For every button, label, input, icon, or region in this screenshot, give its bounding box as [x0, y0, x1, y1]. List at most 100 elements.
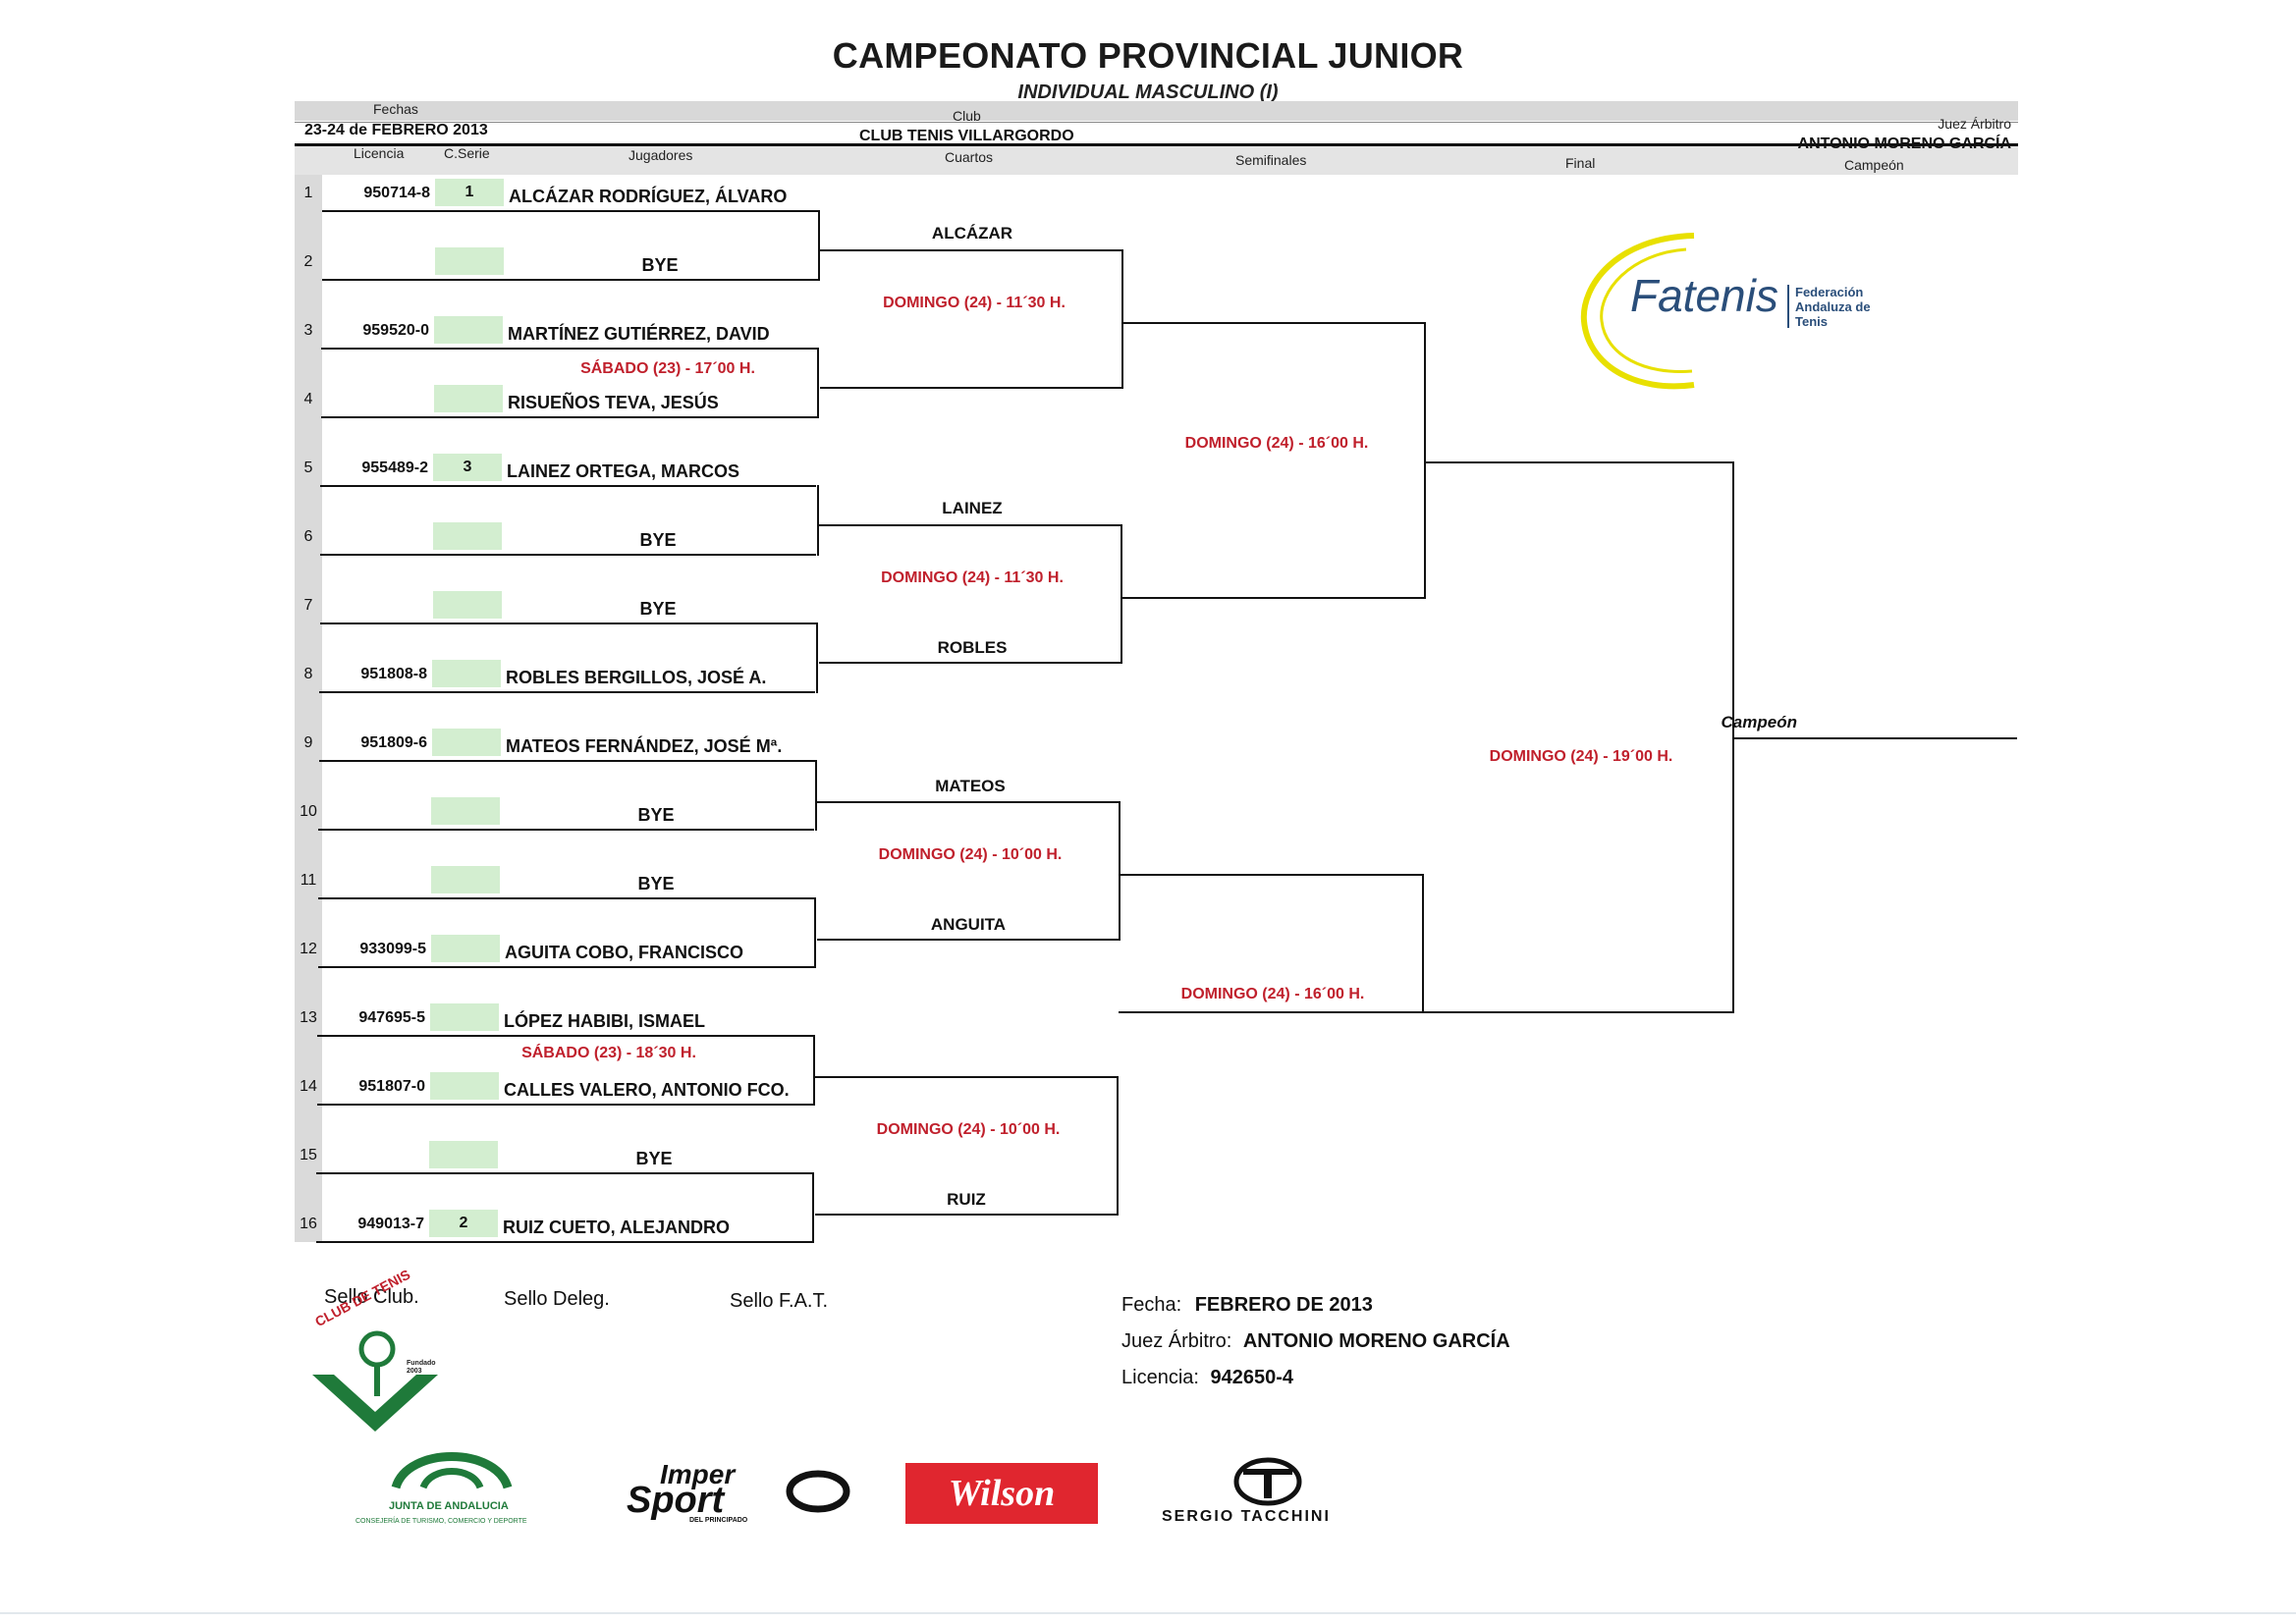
player-seed — [432, 660, 501, 687]
impersport-line1: Imper — [660, 1459, 736, 1489]
qf-schedule-1: DOMINGO (24) - 11´30 H. — [883, 295, 1066, 311]
r1-connector — [815, 760, 817, 831]
player-license: 959520-0 — [362, 322, 429, 339]
footer-fecha-value: FEBRERO DE 2013 — [1194, 1294, 1373, 1316]
sf-schedule-2: DOMINGO (24) - 16´00 H. — [1180, 986, 1365, 1002]
row-number: 4 — [303, 391, 313, 407]
r1-schedule-match2: SÁBADO (23) - 17´00 H. — [580, 360, 755, 377]
r1-schedule-match7: SÁBADO (23) - 18´30 H. — [521, 1045, 696, 1061]
player-name: RUIZ CUETO, ALEJANDRO — [503, 1217, 731, 1237]
player-line — [320, 554, 816, 556]
bye-slot: BYE — [639, 599, 677, 619]
player-seed — [431, 935, 500, 962]
qf-connector — [1121, 249, 1123, 389]
champion-label: Campeón — [1721, 713, 1797, 731]
player-line — [320, 485, 816, 487]
juez-label: Juez Árbitro — [1938, 116, 2011, 132]
player-name: CALLES VALERO, ANTONIO FCO. — [504, 1080, 790, 1100]
sf-connector — [1424, 322, 1426, 599]
qf-line — [815, 1076, 1117, 1078]
r1-connector — [813, 1035, 815, 1106]
fatenis-fed-line3: Tenis — [1795, 314, 1828, 329]
player-license: 950714-8 — [363, 185, 430, 201]
sello-club: Sello Club. — [324, 1286, 419, 1308]
player-line — [317, 1104, 813, 1106]
juez-value: ANTONIO MORENO GARCÍA — [1797, 135, 2011, 152]
fatenis-federation: Federación Andaluza de Tenis — [1795, 285, 1871, 329]
sergio-tacchini-wordmark: SERGIO TACCHINI — [1162, 1508, 1331, 1525]
col-cserie: C.Serie — [444, 145, 490, 161]
bye-slot: BYE — [639, 530, 677, 550]
player-seed: 1 — [435, 179, 504, 206]
club-villargordo-emblem-icon — [312, 1330, 438, 1432]
r1-connector — [818, 210, 820, 281]
qf-connector — [1121, 524, 1122, 664]
sf-line — [1121, 874, 1422, 876]
wilson-logo: Wilson — [905, 1463, 1098, 1524]
row-number-column — [295, 175, 322, 1242]
bye-slot: BYE — [637, 874, 675, 893]
player-line — [318, 829, 814, 831]
row-number: 16 — [300, 1216, 317, 1232]
r1-connector — [817, 485, 819, 556]
qf-line — [815, 1214, 1117, 1216]
row-number: 10 — [300, 803, 317, 820]
player-seed — [435, 247, 504, 275]
fechas-label: Fechas — [373, 101, 418, 117]
header-band-top — [295, 101, 2018, 121]
fatenis-fed-line1: Federación — [1795, 285, 1864, 299]
player-line — [319, 691, 815, 693]
player-seed — [430, 1003, 499, 1031]
player-seed: 2 — [429, 1210, 498, 1237]
footer-licencia-value: 942650-4 — [1210, 1367, 1294, 1388]
r1-connector — [812, 1172, 814, 1243]
col-cuartos: Cuartos — [945, 149, 994, 165]
junta-name: JUNTA DE ANDALUCIA — [389, 1500, 509, 1512]
fatenis-divider — [1787, 285, 1789, 328]
qf-winner-5: ANGUITA — [930, 915, 1007, 934]
row-number: 6 — [303, 528, 313, 545]
r1-connector — [817, 348, 819, 418]
player-seed — [431, 866, 500, 893]
header-rule — [295, 143, 2018, 146]
player-seed — [431, 797, 500, 825]
qf-line — [820, 387, 1121, 389]
qf-winner-1: ALCÁZAR — [931, 224, 1013, 243]
player-license: 949013-7 — [357, 1216, 424, 1232]
player-seed — [429, 1141, 498, 1168]
player-line — [318, 966, 814, 968]
player-seed — [432, 729, 501, 756]
final-line — [1424, 1011, 1732, 1013]
player-name: LÓPEZ HABIBI, ISMAEL — [504, 1011, 706, 1031]
sello-deleg: Sello Deleg. — [504, 1288, 610, 1310]
player-name: ROBLES BERGILLOS, JOSÉ A. — [506, 668, 767, 687]
junta-arch-icon — [391, 1452, 513, 1489]
junta-andalucia-logo — [388, 1436, 516, 1495]
header-band-bottom — [295, 143, 2018, 175]
player-line — [320, 622, 816, 624]
footer-licencia: Licencia: 942650-4 — [1121, 1367, 1293, 1389]
bye-slot: BYE — [635, 1149, 673, 1168]
col-campeon: Campeón — [1844, 157, 1904, 173]
footer-juez-value: ANTONIO MORENO GARCÍA — [1242, 1330, 1510, 1352]
row-number: 1 — [303, 185, 313, 201]
row-number: 9 — [303, 734, 313, 751]
qf-schedule-4: DOMINGO (24) - 10´00 H. — [876, 1121, 1061, 1138]
row-number: 5 — [303, 460, 313, 476]
row-number: 14 — [300, 1078, 317, 1095]
bottom-scan-rule — [0, 1612, 2296, 1614]
club-villargordo-logo — [306, 1316, 444, 1434]
qf-winner-3: ROBLES — [937, 638, 1008, 657]
champion-line — [1734, 737, 2017, 739]
row-number: 3 — [303, 322, 313, 339]
qf-connector — [1117, 1076, 1119, 1216]
qf-schedule-2: DOMINGO (24) - 11´30 H. — [881, 569, 1064, 586]
sello-fat: Sello F.A.T. — [730, 1290, 829, 1312]
col-licencia: Licencia — [354, 145, 405, 161]
impersport-swoosh-icon — [786, 1469, 850, 1519]
qf-winner-6: RUIZ — [947, 1190, 986, 1209]
page-title: CAMPEONATO PROVINCIAL JUNIOR — [832, 35, 1464, 76]
player-seed: 3 — [433, 454, 502, 481]
footer-fecha-label: Fecha: — [1121, 1294, 1182, 1316]
junta-subtitle: CONSEJERÍA DE TURISMO, COMERCIO Y DEPORT… — [355, 1518, 527, 1525]
